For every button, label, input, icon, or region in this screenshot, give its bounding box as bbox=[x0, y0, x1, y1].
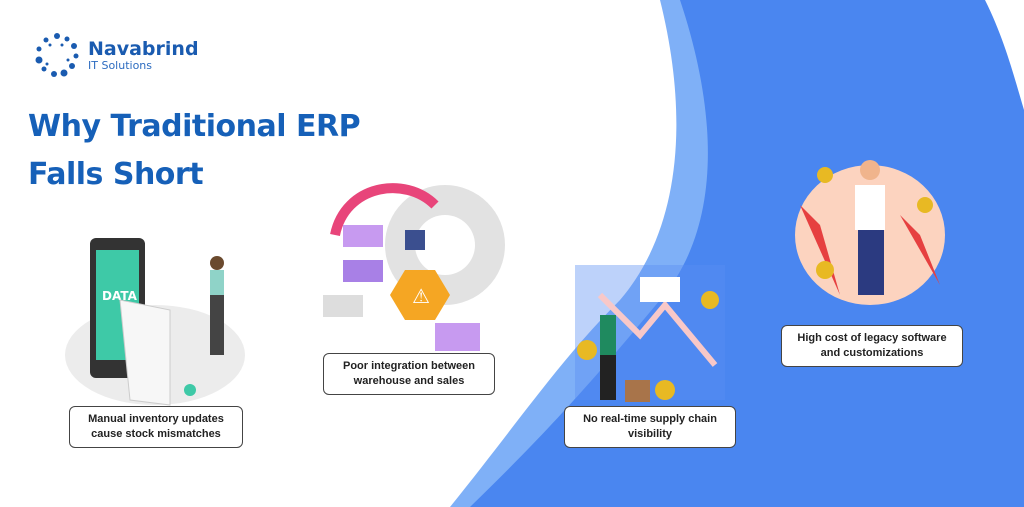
logo-dots-icon bbox=[35, 33, 79, 77]
brand-tagline: IT Solutions bbox=[88, 58, 153, 72]
manual-data-illustration: DATA bbox=[65, 238, 245, 406]
high-cost-illustration bbox=[795, 160, 945, 305]
page-title: Why Traditional ERP Falls Short bbox=[28, 109, 361, 192]
brand-name: Navabrind bbox=[88, 37, 199, 60]
supply-chain-illustration bbox=[575, 265, 725, 402]
integration-illustration: ⚠ bbox=[323, 183, 505, 351]
svg-text:⚠: ⚠ bbox=[412, 284, 430, 308]
brand-logo: Navabrind IT Solutions bbox=[32, 30, 199, 80]
data-label: DATA bbox=[102, 289, 138, 303]
